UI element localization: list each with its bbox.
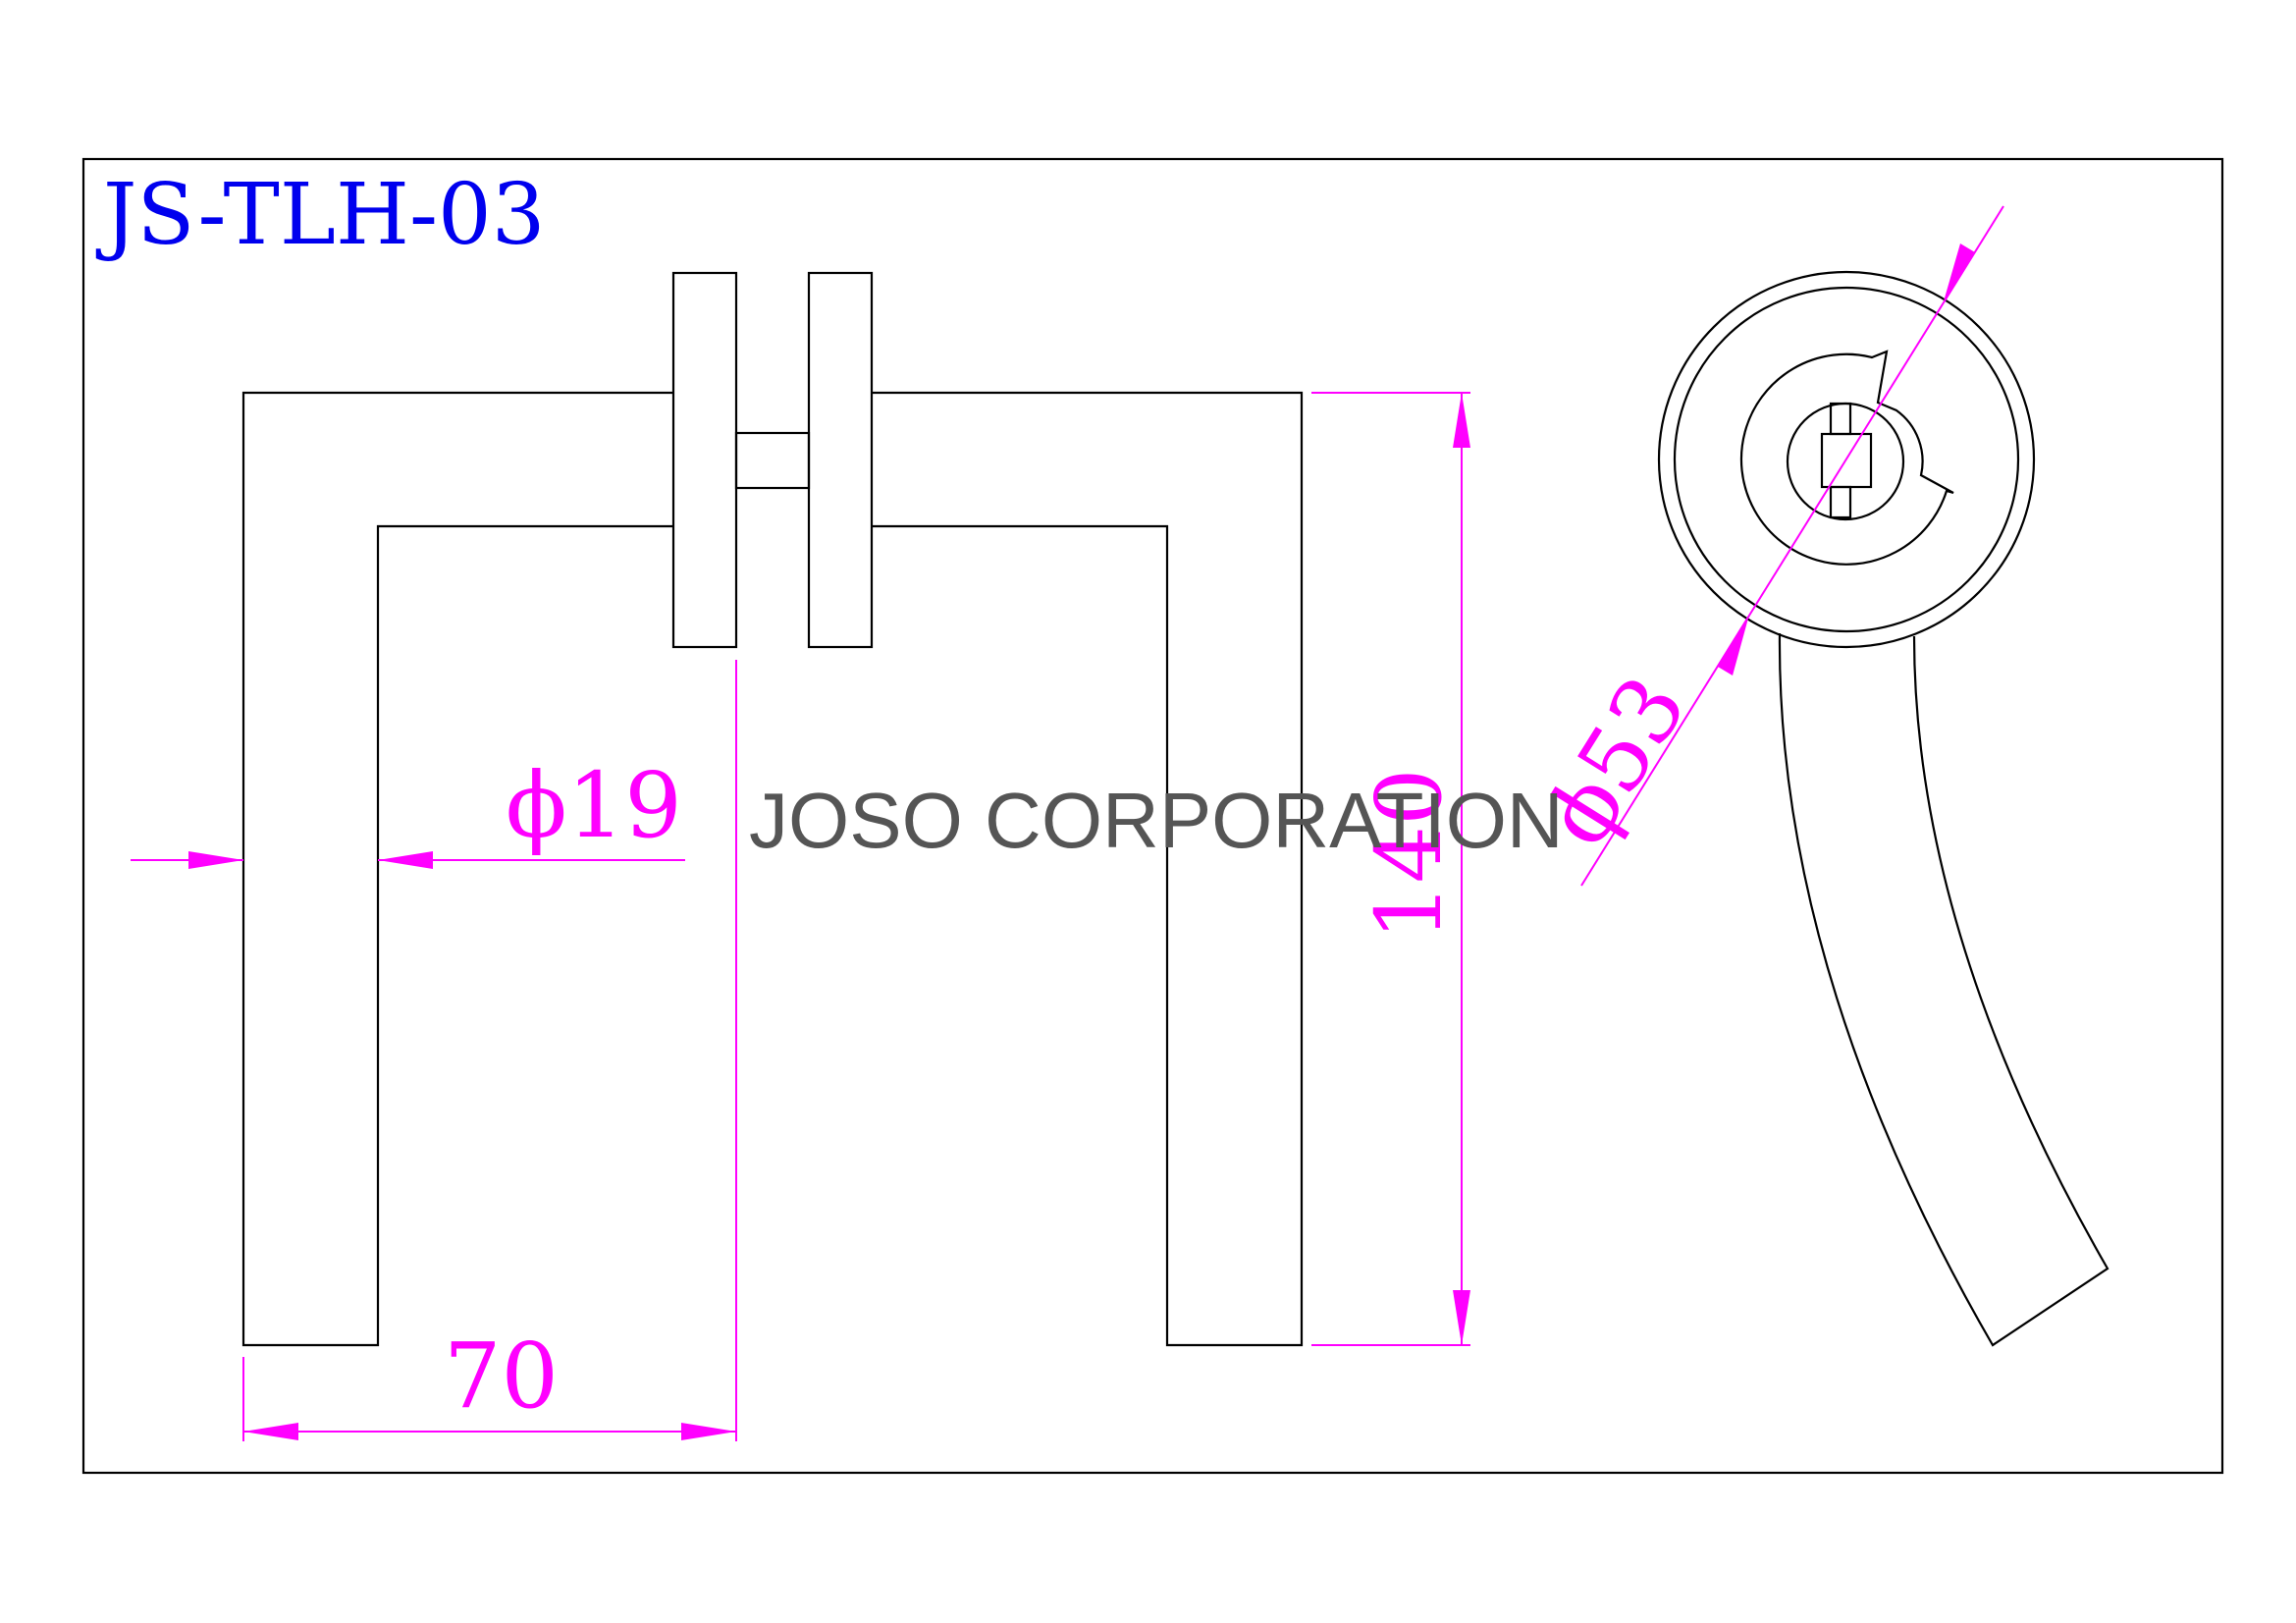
hub-slot-top <box>1829 402 1852 436</box>
projection-label: 70 <box>444 1324 559 1429</box>
company-watermark: JOSO CORPORATION <box>749 777 1564 864</box>
right-rose-plate <box>807 271 874 649</box>
rose-inner-circle <box>1673 286 2020 633</box>
side-view <box>1657 270 2109 1347</box>
inner-slotted-ring <box>1739 350 1954 566</box>
model-title: JS-TLH-03 <box>95 166 546 264</box>
left-rose-plate <box>671 271 738 649</box>
dimension-height: 140 <box>1311 392 1470 1346</box>
rose-outer-circle <box>1657 270 2036 649</box>
drawing-frame <box>81 157 2224 1475</box>
front-view <box>241 271 1304 1347</box>
curved-lever-outline <box>1778 632 2109 1347</box>
right-lever-outline <box>872 391 1304 1347</box>
dimension-projection: 70 <box>242 660 737 1441</box>
bar-diameter-label: ϕ19 <box>506 753 682 858</box>
dimension-bar-diameter: ϕ19 <box>131 753 685 869</box>
hub-slot-bottom <box>1829 485 1852 519</box>
left-lever-outline <box>241 391 673 1347</box>
height-label: 140 <box>1357 768 1462 941</box>
spindle-connector <box>734 431 811 490</box>
